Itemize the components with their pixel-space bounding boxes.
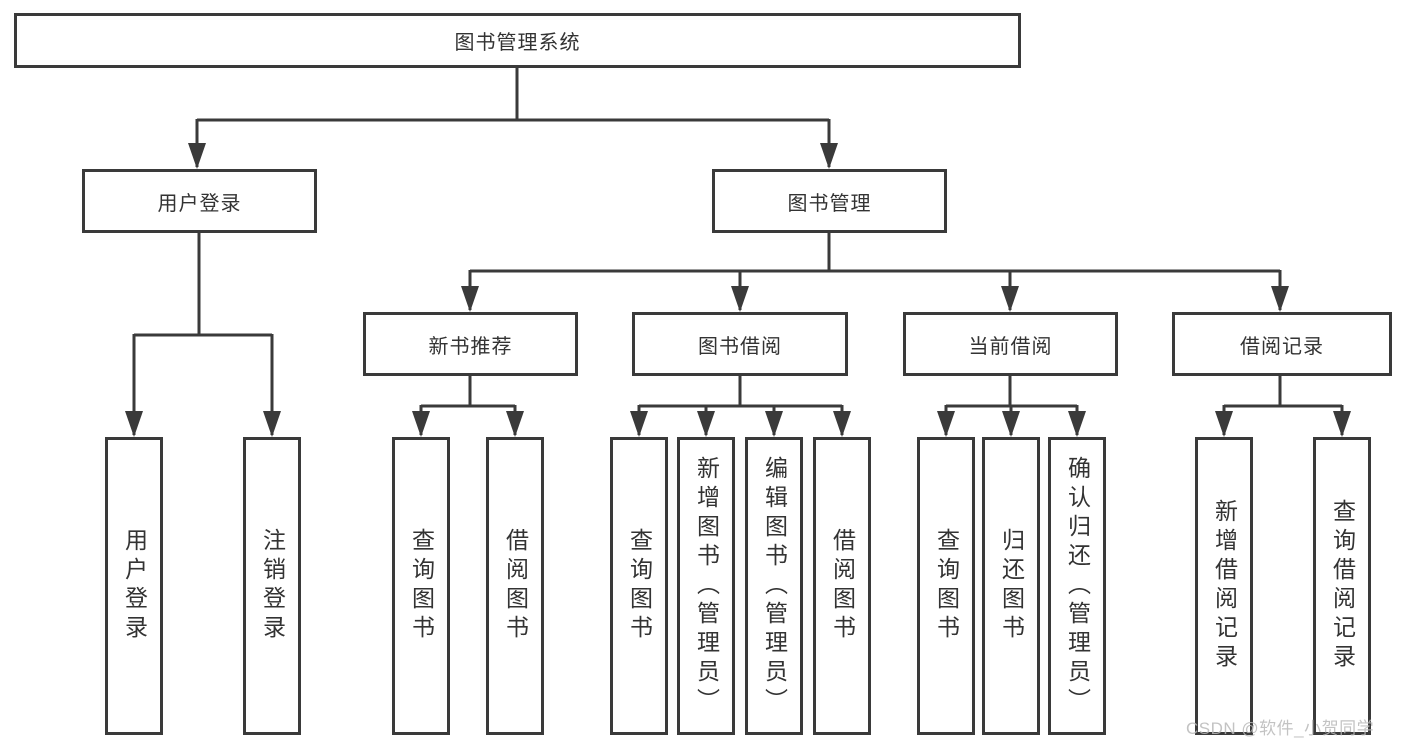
node-current-borrow-label: 当前借阅 <box>968 335 1053 358</box>
node-root-system: 图书管理系统 <box>14 13 1021 68</box>
leaf-confirm-return-admin-label: 确认归还（管理员） <box>1064 455 1091 717</box>
leaf-query-books-recommend: 查询图书 <box>392 437 450 735</box>
leaf-query-borrow-record-label: 查询借阅记录 <box>1329 499 1356 673</box>
node-borrow-records: 借阅记录 <box>1172 312 1392 376</box>
node-book-management: 图书管理 <box>712 169 947 233</box>
leaf-query-books-recommend-label: 查询图书 <box>408 528 435 644</box>
node-user-login: 用户登录 <box>82 169 317 233</box>
leaf-borrow-books-label: 借阅图书 <box>829 528 856 644</box>
leaf-query-books-current: 查询图书 <box>917 437 975 735</box>
node-current-borrow: 当前借阅 <box>903 312 1118 376</box>
leaf-add-books-admin: 新增图书（管理员） <box>677 437 735 735</box>
leaf-query-books-borrow-label: 查询图书 <box>626 528 653 644</box>
leaf-add-books-admin-label: 新增图书（管理员） <box>693 455 720 717</box>
leaf-borrow-books-recommend-label: 借阅图书 <box>502 528 529 644</box>
leaf-borrow-books: 借阅图书 <box>813 437 871 735</box>
node-borrow-records-label: 借阅记录 <box>1240 335 1324 358</box>
leaf-logout-label: 注销登录 <box>259 528 286 644</box>
leaf-user-login: 用户登录 <box>105 437 163 735</box>
node-book-management-label: 图书管理 <box>787 192 872 215</box>
leaf-return-books: 归还图书 <box>982 437 1040 735</box>
node-root-label: 图书管理系统 <box>454 32 581 54</box>
leaf-return-books-label: 归还图书 <box>998 528 1025 644</box>
csdn-watermark: CSDN @软件_小贺同学 <box>1186 719 1375 738</box>
node-new-book-recommend-label: 新书推荐 <box>428 335 513 358</box>
node-new-book-recommend: 新书推荐 <box>363 312 578 376</box>
leaf-confirm-return-admin: 确认归还（管理员） <box>1048 437 1106 735</box>
leaf-add-borrow-record-label: 新增借阅记录 <box>1211 499 1238 673</box>
leaf-borrow-books-recommend: 借阅图书 <box>486 437 544 735</box>
node-book-borrow-label: 图书借阅 <box>698 335 782 358</box>
leaf-user-login-label: 用户登录 <box>121 528 148 644</box>
leaf-logout: 注销登录 <box>243 437 301 735</box>
leaf-edit-books-admin: 编辑图书（管理员） <box>745 437 803 735</box>
leaf-query-books-borrow: 查询图书 <box>610 437 668 735</box>
node-user-login-label: 用户登录 <box>157 192 242 215</box>
leaf-edit-books-admin-label: 编辑图书（管理员） <box>761 455 788 717</box>
node-book-borrow: 图书借阅 <box>632 312 848 376</box>
leaf-add-borrow-record: 新增借阅记录 <box>1195 437 1253 735</box>
leaf-query-borrow-record: 查询借阅记录 <box>1313 437 1371 735</box>
leaf-query-books-current-label: 查询图书 <box>933 528 960 644</box>
